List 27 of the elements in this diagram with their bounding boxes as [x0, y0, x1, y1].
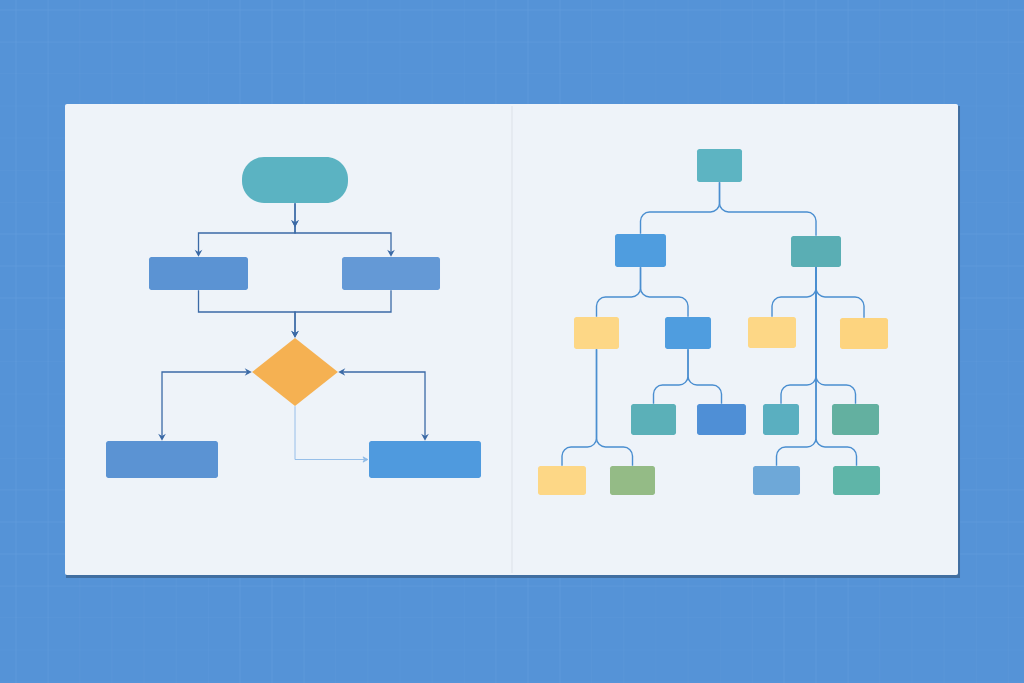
tree-box — [697, 149, 742, 182]
tree-box — [748, 317, 796, 348]
tree-box — [763, 404, 799, 435]
connector-line — [815, 266, 858, 467]
tree-box — [574, 317, 619, 349]
process-box — [149, 257, 248, 290]
tree-box — [615, 234, 666, 267]
start-pill — [242, 157, 348, 203]
tree-box — [538, 466, 586, 495]
connector-line — [687, 348, 723, 405]
tree-box — [665, 317, 711, 349]
connector-line — [595, 348, 634, 467]
tree-box — [833, 466, 880, 495]
tree-box — [791, 236, 841, 267]
tree-box — [631, 404, 676, 435]
process-box — [106, 441, 218, 478]
tree-box — [753, 466, 800, 495]
decision-diamond — [252, 338, 338, 406]
tree-box — [610, 466, 655, 495]
tree-box — [840, 318, 888, 349]
arrow — [294, 405, 369, 463]
process-box — [342, 257, 440, 290]
tree-box — [697, 404, 746, 435]
connector-line — [639, 266, 689, 318]
connector-line — [718, 181, 817, 237]
tree-box — [832, 404, 879, 435]
process-box — [369, 441, 481, 478]
